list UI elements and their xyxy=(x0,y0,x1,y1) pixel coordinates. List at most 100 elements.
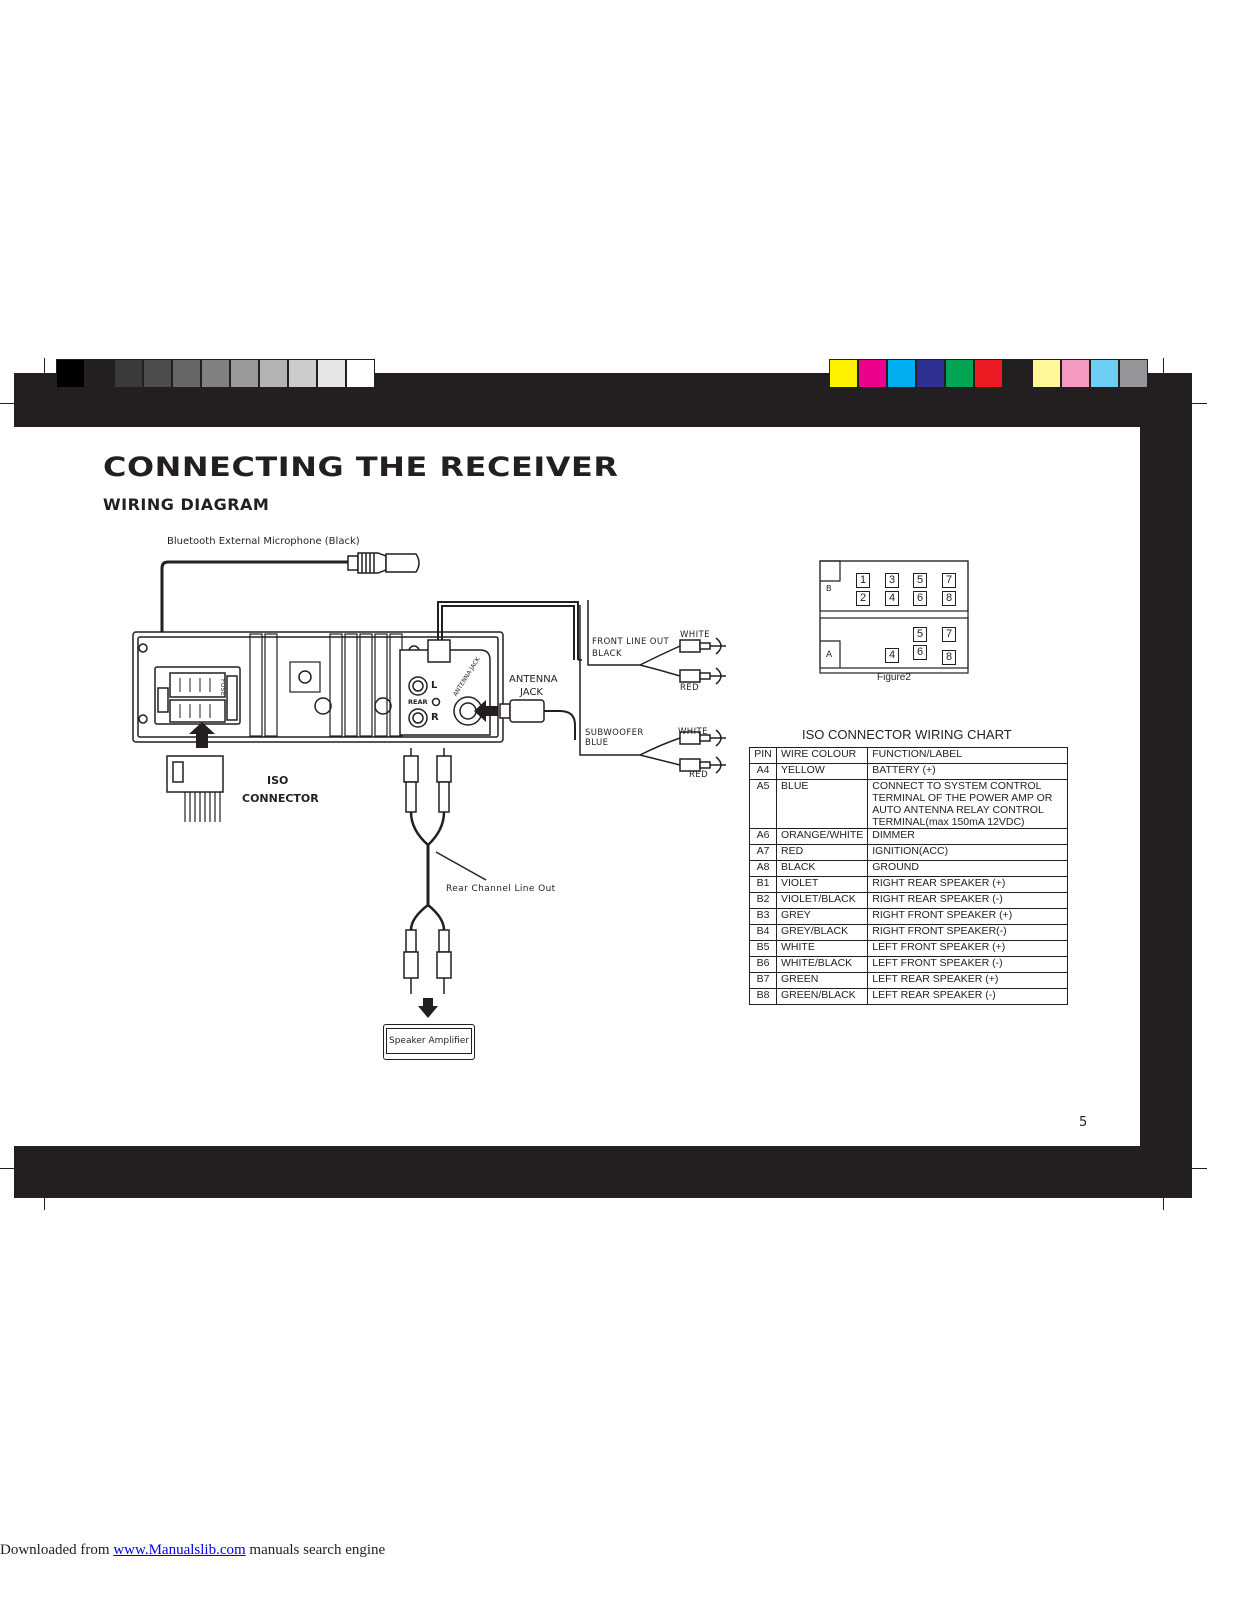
color-swatch xyxy=(945,359,974,388)
function-cell: DIMMER xyxy=(867,828,1068,845)
pin-cell: A7 xyxy=(749,844,777,861)
wire-colour-cell: BLUE xyxy=(775,779,869,829)
function-cell: LEFT FRONT SPEAKER (-) xyxy=(867,956,1068,973)
crop-mark xyxy=(1177,403,1207,404)
wire-colour-cell: WHITE/BLACK xyxy=(775,956,869,973)
grayscale-swatch xyxy=(85,359,114,388)
crop-mark xyxy=(44,358,45,388)
figure2-pin: 8 xyxy=(942,591,956,606)
crop-mark xyxy=(1177,1168,1207,1169)
function-cell: RIGHT FRONT SPEAKER(-) xyxy=(867,924,1068,941)
rear-label: REAR xyxy=(408,698,428,706)
subwoofer-label: SUBWOOFER xyxy=(585,728,644,738)
wire-colour-cell: ORANGE/WHITE xyxy=(775,828,869,845)
pin-cell: B2 xyxy=(749,892,777,909)
sub-white-label: WHITE xyxy=(678,727,708,737)
wire-colour-cell: BLACK xyxy=(775,860,869,877)
figure2-pin: 5 xyxy=(913,573,927,588)
crop-mark xyxy=(0,403,30,404)
figure2-pin: 6 xyxy=(913,591,927,606)
grayscale-swatch xyxy=(317,359,346,388)
pin-cell: A8 xyxy=(749,860,777,877)
color-swatch xyxy=(887,359,916,388)
pin-cell: A6 xyxy=(749,828,777,845)
figure2-pin: 3 xyxy=(885,573,899,588)
antenna-label: ANTENNA xyxy=(509,674,558,685)
sub-red-label: RED xyxy=(689,770,709,780)
grayscale-swatch-row xyxy=(56,359,375,389)
iso-connector-label: ISO xyxy=(267,774,289,787)
pin-cell: B7 xyxy=(749,972,777,989)
figure2-pin: 7 xyxy=(942,627,956,642)
manualslib-link[interactable]: www.Manualslib.com xyxy=(113,1542,246,1558)
rear-left-label: L xyxy=(431,680,438,691)
wire-colour-cell: RED xyxy=(775,844,869,861)
wire-colour-cell: GREEN xyxy=(775,972,869,989)
rear-channel-label: Rear Channel Line Out xyxy=(446,884,556,894)
figure2-pin: 2 xyxy=(856,591,870,606)
front-black-label: BLACK xyxy=(592,649,622,659)
wire-colour-cell: WHITE xyxy=(775,940,869,957)
function-cell: CONNECT TO SYSTEM CONTROL TERMINAL OF TH… xyxy=(867,779,1068,829)
function-cell: BATTERY (+) xyxy=(867,763,1068,780)
grayscale-swatch xyxy=(230,359,259,388)
crop-mark xyxy=(1163,1180,1164,1210)
footer-prefix: Downloaded from xyxy=(0,1542,114,1558)
speaker-amplifier-box xyxy=(383,1024,475,1060)
function-cell: RIGHT REAR SPEAKER (+) xyxy=(867,876,1068,893)
figure2-pin: 7 xyxy=(942,573,956,588)
color-swatch xyxy=(974,359,1003,388)
figure2-pin: 4 xyxy=(885,591,899,606)
color-swatch xyxy=(1119,359,1148,388)
function-cell: GROUND xyxy=(867,860,1068,877)
front-red-label: RED xyxy=(680,683,700,693)
crop-mark xyxy=(1163,358,1164,388)
figure2-row-b-label: B xyxy=(826,584,832,593)
footer: Downloaded from www.Manualslib.com manua… xyxy=(0,1542,385,1559)
fuse-label: FUSE xyxy=(219,679,226,697)
function-cell: LEFT REAR SPEAKER (+) xyxy=(867,972,1068,989)
page-title: CONNECTING THE RECEIVER xyxy=(103,452,619,483)
figure2-caption: Figure2 xyxy=(877,672,911,683)
grayscale-swatch xyxy=(259,359,288,388)
crop-mark xyxy=(0,1168,30,1169)
grayscale-swatch xyxy=(114,359,143,388)
wire-colour-cell: VIOLET/BLACK xyxy=(775,892,869,909)
color-swatch-row xyxy=(829,359,1148,389)
iso-connector-label-2: CONNECTOR xyxy=(242,792,319,805)
pin-cell: B5 xyxy=(749,940,777,957)
front-white-label: WHITE xyxy=(680,630,710,640)
front-line-out-label: FRONT LINE OUT xyxy=(592,637,670,647)
rear-right-label: R xyxy=(431,712,439,723)
iso-chart-title: ISO CONNECTOR WIRING CHART xyxy=(802,727,1012,742)
antenna-label-2: JACK xyxy=(520,687,543,698)
wire-colour-cell: GREY xyxy=(775,908,869,925)
wire-colour-cell: VIOLET xyxy=(775,876,869,893)
section-subtitle: WIRING DIAGRAM xyxy=(103,495,270,514)
color-swatch xyxy=(1032,359,1061,388)
grayscale-swatch xyxy=(143,359,172,388)
pin-cell: B8 xyxy=(749,988,777,1005)
color-swatch xyxy=(829,359,858,388)
color-swatch xyxy=(916,359,945,388)
figure2-pin: 8 xyxy=(942,650,956,665)
right-band xyxy=(1140,373,1192,1198)
header-pin: PIN xyxy=(749,747,777,764)
figure2-pin: 4 xyxy=(885,648,899,663)
table-header-row: PIN WIRE COLOUR FUNCTION/LABEL xyxy=(749,747,1068,764)
grayscale-swatch xyxy=(346,359,375,388)
figure2-pin: 5 xyxy=(913,627,927,642)
function-cell: LEFT REAR SPEAKER (-) xyxy=(867,988,1068,1005)
